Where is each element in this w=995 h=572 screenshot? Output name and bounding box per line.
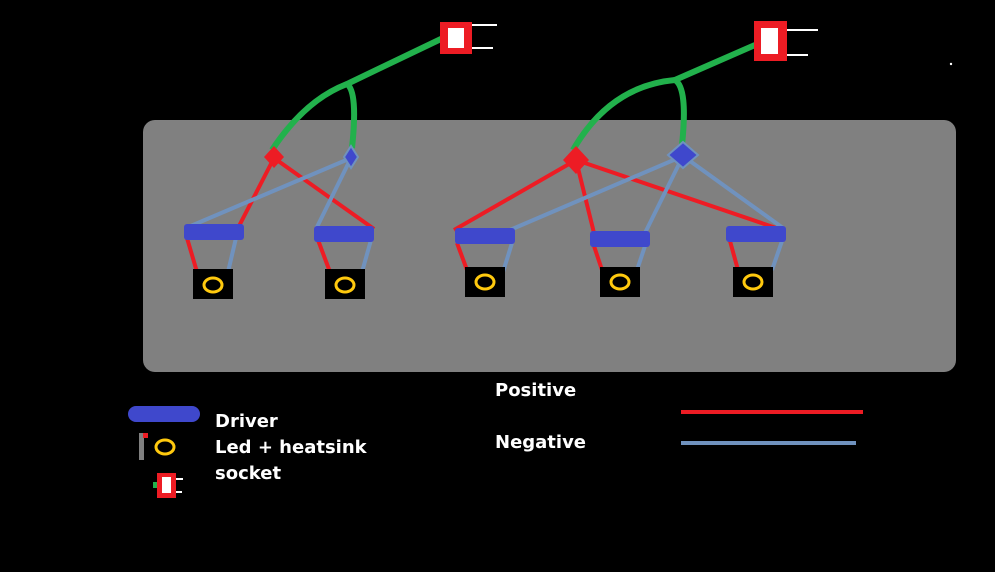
socket-1 bbox=[440, 22, 497, 54]
positive-wires-1 bbox=[185, 156, 376, 273]
driver-3 bbox=[455, 228, 515, 244]
circuit-1 bbox=[184, 35, 445, 299]
board-panel bbox=[143, 120, 956, 372]
positive-junction-2 bbox=[563, 146, 589, 174]
input-wire-negative-2 bbox=[668, 42, 757, 146]
input-wire-positive-1 bbox=[269, 81, 349, 152]
legend-socket-label: socket bbox=[215, 463, 282, 484]
legend-led-swatch bbox=[139, 433, 176, 460]
stray-dot bbox=[949, 62, 953, 66]
led-5 bbox=[733, 267, 773, 297]
negative-wires-1 bbox=[185, 156, 373, 273]
socket-2 bbox=[754, 21, 818, 61]
legend-driver-label: Driver bbox=[215, 411, 278, 432]
led-2 bbox=[325, 269, 365, 299]
negative-junction-1 bbox=[342, 144, 360, 170]
legend-driver-swatch bbox=[128, 406, 200, 422]
driver-5 bbox=[726, 226, 786, 242]
positive-junction-1 bbox=[264, 146, 284, 168]
led-3 bbox=[465, 267, 505, 297]
circuit-2 bbox=[453, 42, 786, 297]
input-wire-negative-1 bbox=[341, 35, 445, 149]
driver-4 bbox=[590, 231, 650, 247]
input-wire-positive-2 bbox=[570, 77, 676, 152]
led-1 bbox=[193, 269, 233, 299]
negative-junction-2 bbox=[666, 140, 700, 170]
legend-socket-swatch bbox=[153, 473, 183, 498]
legend-led-label: Led + heatsink bbox=[215, 437, 367, 458]
led-4 bbox=[600, 267, 640, 297]
driver-1 bbox=[184, 224, 244, 240]
driver-2 bbox=[314, 226, 374, 242]
legend-positive-label: Positive bbox=[495, 380, 577, 401]
legend-negative-label: Negative bbox=[495, 432, 587, 453]
